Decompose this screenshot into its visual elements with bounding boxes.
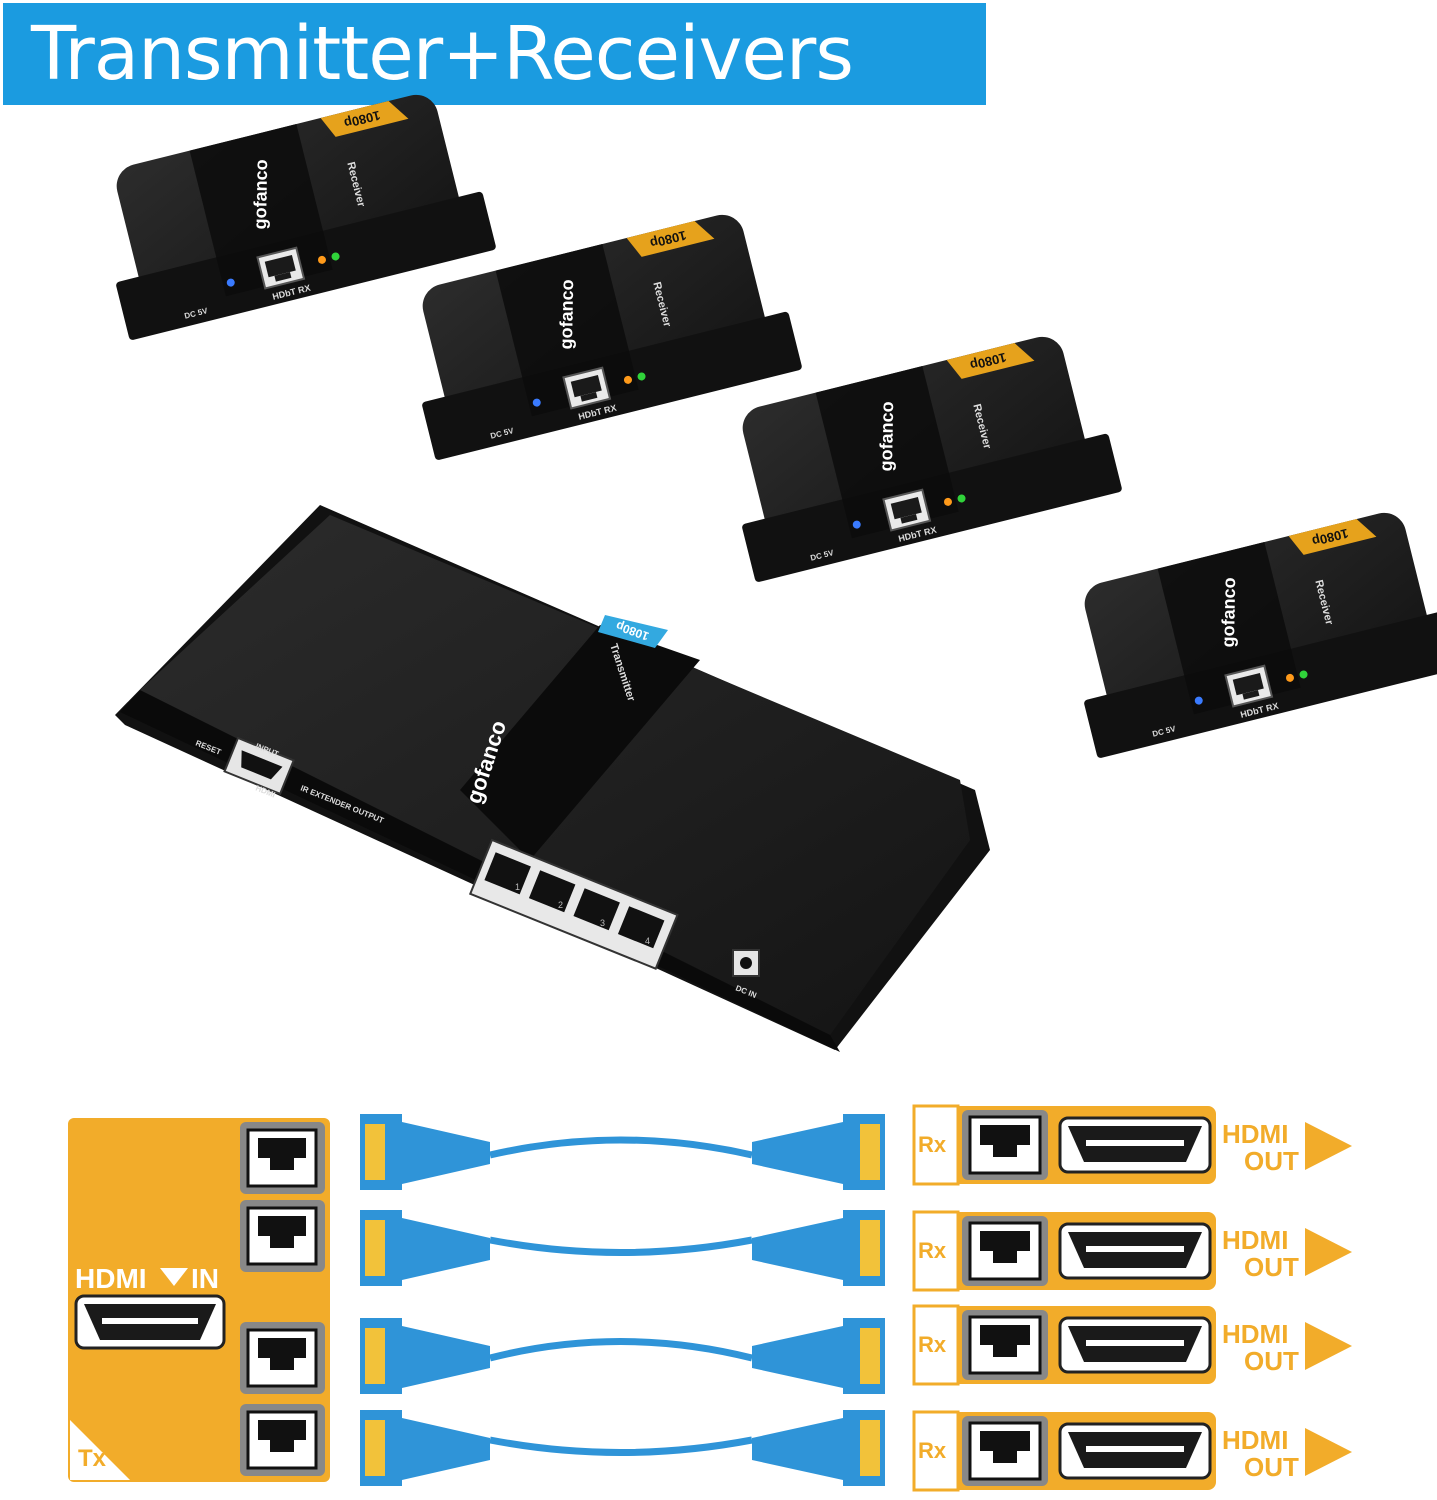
hdmi-out-top: HDMI bbox=[1222, 1319, 1288, 1349]
hdmi-in-arrow-icon bbox=[160, 1268, 188, 1286]
rx-label: Rx bbox=[918, 1332, 947, 1357]
receiver-brand: gofanco bbox=[556, 279, 577, 349]
transmitter-device: 1080p gofanco Transmitter 1 2 3 4 INPUT … bbox=[115, 505, 990, 1052]
hdmi-port-icon bbox=[74, 1294, 226, 1350]
hdmi-out-top: HDMI bbox=[1222, 1119, 1288, 1149]
port-number-2: 2 bbox=[558, 900, 563, 910]
hdmi-in-left: HDMI bbox=[75, 1263, 147, 1294]
receiver-device-3: 1080p gofanco Receiver HDbT RX DC 5V bbox=[714, 326, 1123, 583]
rx-label: Rx bbox=[918, 1132, 947, 1157]
rx-row-1: Rx HDMI OUT bbox=[912, 1104, 1352, 1186]
port-number-1: 1 bbox=[515, 882, 520, 892]
receiver-device-2: 1080p gofanco Receiver HDbT RX DC 5V bbox=[394, 204, 803, 461]
rx-row-2: Rx HDMI OUT bbox=[912, 1210, 1352, 1292]
cable-3 bbox=[360, 1318, 885, 1394]
receiver-brand: gofanco bbox=[876, 401, 897, 471]
receiver-device-4: 1080p gofanco Receiver HDbT RX DC 5V bbox=[1056, 502, 1437, 759]
hdmi-out-bottom: OUT bbox=[1244, 1346, 1299, 1376]
receiver-device-1: 1080p gofanco Receiver HDbT RX DC 5V bbox=[88, 84, 497, 341]
output-arrow-icon bbox=[1305, 1428, 1352, 1476]
hdmi-out-bottom: OUT bbox=[1244, 1146, 1299, 1176]
cable-2 bbox=[360, 1210, 885, 1286]
connection-diagram: Tx HDMI IN bbox=[68, 1104, 1352, 1492]
output-arrow-icon bbox=[1305, 1228, 1352, 1276]
port-number-4: 4 bbox=[645, 936, 650, 946]
output-arrow-icon bbox=[1305, 1122, 1352, 1170]
output-arrow-icon bbox=[1305, 1322, 1352, 1370]
rx-row-3: Rx HDMI OUT bbox=[912, 1304, 1352, 1386]
page-title: Transmitter+Receivers bbox=[3, 3, 986, 105]
rx-row-4: Rx HDMI OUT bbox=[912, 1410, 1352, 1492]
receiver-brand: gofanco bbox=[1218, 577, 1239, 647]
hdmi-out-bottom: OUT bbox=[1244, 1452, 1299, 1482]
hdmi-out-top: HDMI bbox=[1222, 1425, 1288, 1455]
cable-1 bbox=[360, 1114, 885, 1190]
hdmi-out-top: HDMI bbox=[1222, 1225, 1288, 1255]
hdmi-out-bottom: OUT bbox=[1244, 1252, 1299, 1282]
receiver-brand: gofanco bbox=[250, 159, 271, 229]
cable-4 bbox=[360, 1410, 885, 1486]
rx-label: Rx bbox=[918, 1438, 947, 1463]
port-number-3: 3 bbox=[600, 918, 605, 928]
hdmi-in-right: IN bbox=[191, 1263, 219, 1294]
tx-label: Tx bbox=[78, 1445, 107, 1472]
rx-label: Rx bbox=[918, 1238, 947, 1263]
